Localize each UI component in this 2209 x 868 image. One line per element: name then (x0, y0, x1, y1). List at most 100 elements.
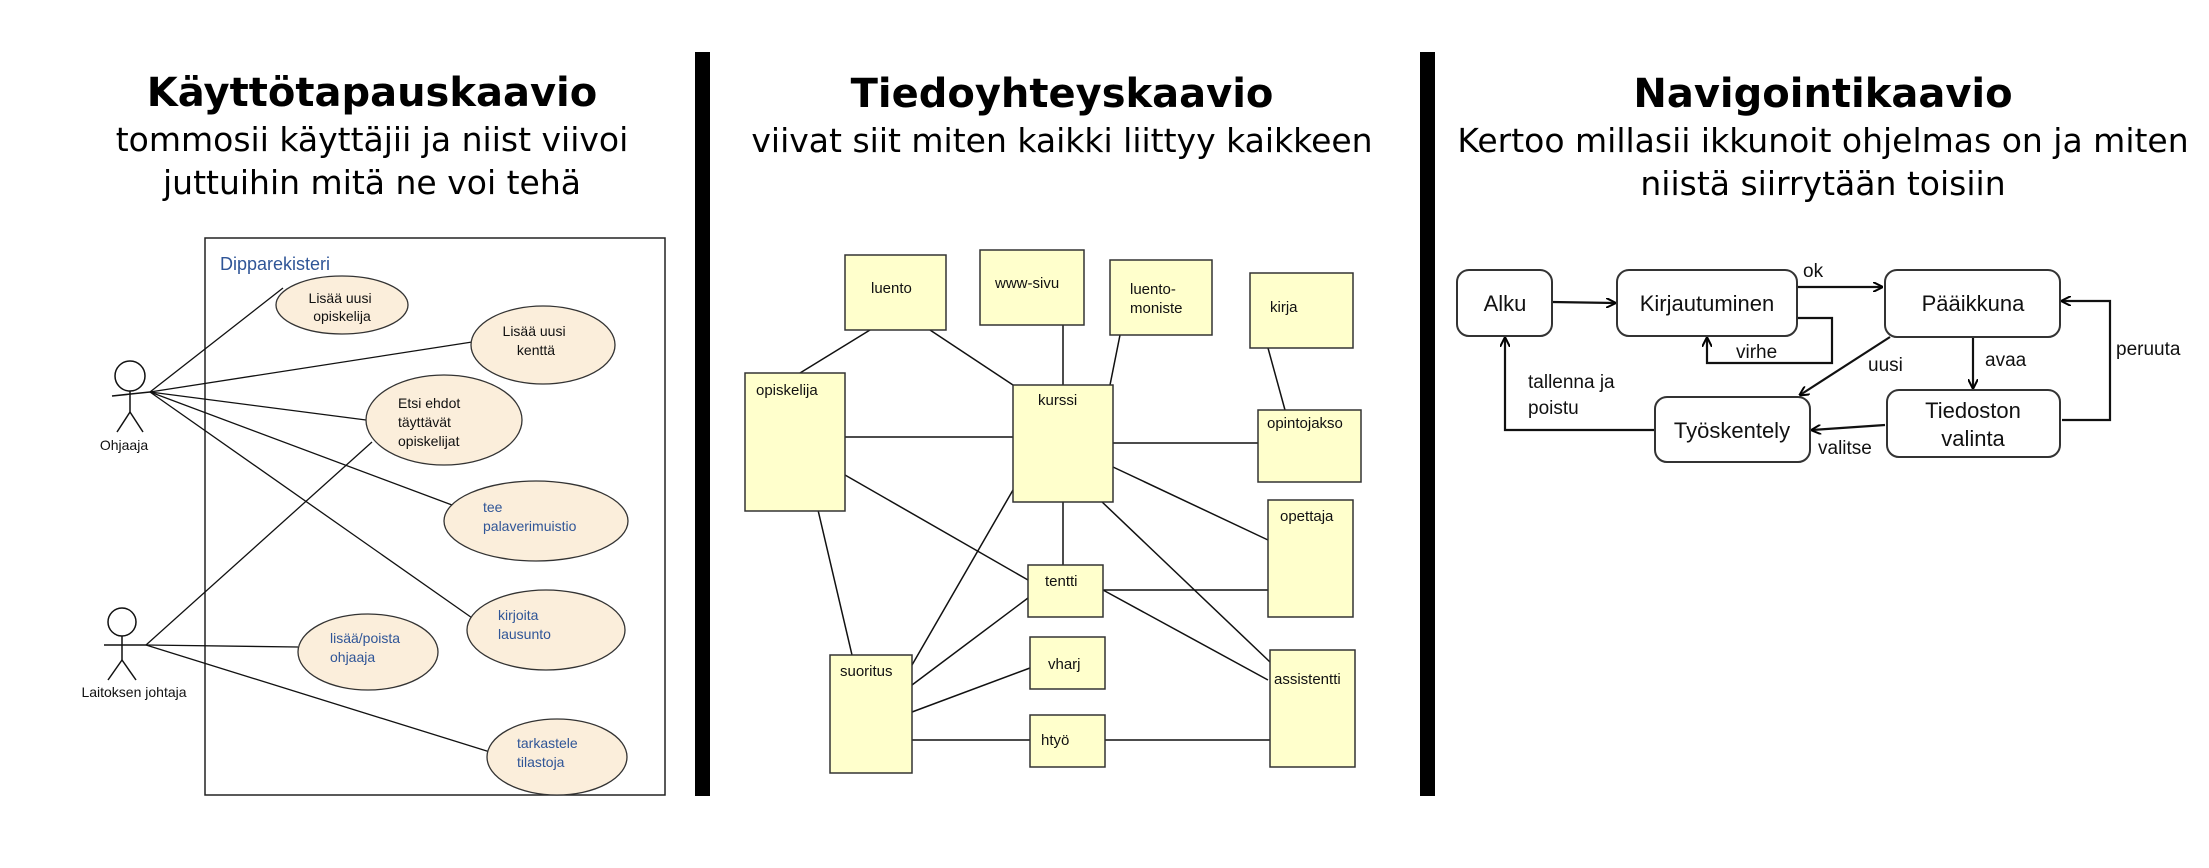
uc6-line1: lisää/poista (330, 630, 400, 646)
uc3-line2: täyttävät (398, 414, 451, 430)
assoc-johtaja-uc3 (145, 441, 373, 646)
entity-luento-box (844, 254, 947, 331)
entity-suoritus-box (829, 654, 913, 774)
divider-left (695, 52, 710, 796)
uc1-line2: opiskelija (313, 308, 371, 324)
svg-text:Etsi ehdot täyttävät: Etsi ehdot täyttävät opiskelijat (398, 395, 464, 449)
rel-opiskelija-suoritus (817, 509, 853, 656)
rel-luento-opiskelija (799, 329, 871, 374)
uc3-line3: opiskelijat (398, 433, 460, 449)
navigation-subtitle-line1: Kertoo millasii ikkunoit ohjelmas on ja … (1457, 121, 2189, 160)
edge-label-avaa: avaa (1985, 350, 2027, 371)
entity-tentti-box (1027, 564, 1104, 618)
entity-wwwsivu: www-sivu (994, 275, 1059, 292)
use-case-uc5: kirjoita lausunto (466, 589, 626, 671)
nav-node-tiedoston-line2: valinta (1941, 426, 2005, 451)
system-boundary (204, 237, 666, 796)
assoc-ohjaaja-uc3 (149, 391, 367, 421)
edge-label-ok: ok (1803, 261, 1824, 282)
rel-kirja-opintojakso (1267, 347, 1286, 411)
uc1-line1: Lisää uusi (309, 290, 372, 306)
usecase-diagram: Dipparekisteri Ohjaaja (81, 237, 666, 796)
uc5-line1: kirjoita (498, 607, 539, 623)
edge-uusi (1800, 336, 1891, 395)
data-diagram: luento www-sivu luento- moniste kirja op… (744, 249, 1362, 774)
system-name: Dipparekisteri (220, 254, 330, 274)
entity-opiskelija-box (744, 372, 846, 512)
entity-opettaja-box (1267, 499, 1354, 618)
entity-opiskelija: opiskelija (756, 382, 818, 399)
usecase-subtitle-line1: tommosii käyttäjii ja niist viivoi (115, 120, 629, 159)
rel-kurssi-suoritus (911, 489, 1014, 666)
edge-virhe (1707, 316, 1834, 365)
actor-ohjaaja (111, 360, 151, 433)
rel-kurssi-assistentti (1099, 499, 1271, 663)
svg-text:tee palaverimuistio: tee palaverimuistio (483, 499, 577, 534)
svg-text:lisää/poista ohjaaja: lisää/poista ohjaaja (330, 630, 404, 665)
use-case-uc2: Lisää uusi kenttä (470, 305, 616, 385)
nav-node-paaikkuna-box (1884, 269, 2061, 338)
nav-node-alku: Alku (1484, 291, 1527, 316)
nav-node-alku-box (1456, 269, 1553, 337)
usecase-subtitle-line2: juttuihin mitä ne voi tehä (163, 163, 581, 202)
edge-tallenna (1505, 338, 1655, 432)
entity-suoritus: suoritus (840, 663, 893, 680)
rel-kurssi-opettaja (1112, 466, 1269, 541)
uc6-line2: ohjaaja (330, 649, 375, 665)
edge-peruuta (2062, 301, 2112, 422)
rel-luento-kurssi (929, 329, 1014, 386)
nav-node-kirjautuminen-box (1616, 269, 1798, 337)
entity-opettaja: opettaja (1280, 508, 1334, 525)
entity-moniste-line2: moniste (1130, 300, 1183, 317)
entity-opintojakso: opintojakso (1267, 415, 1343, 432)
entity-tentti: tentti (1045, 573, 1078, 590)
rel-moniste-kurssi (1109, 334, 1121, 386)
use-case-uc3: Etsi ehdot täyttävät opiskelijat (365, 374, 523, 466)
entity-htyo-box (1029, 714, 1106, 768)
uc7-line2: tilastoja (517, 754, 565, 770)
usecase-title: Käyttötapauskaavio (146, 70, 598, 116)
edge-alku-kirjautuminen (1551, 302, 1615, 303)
uc3-line1: Etsi ehdot (398, 395, 460, 411)
edge-label-valitse: valitse (1818, 438, 1872, 459)
nav-node-tyoskentely: Työskentely (1674, 418, 1790, 443)
nav-node-tiedoston-box (1886, 389, 2061, 458)
assoc-ohjaaja-uc2 (149, 339, 486, 393)
edge-label-virhe: virhe (1736, 342, 1777, 363)
assoc-ohjaaja-uc4 (149, 391, 453, 506)
nav-node-paaikkuna: Pääikkuna (1922, 291, 2026, 316)
assoc-johtaja-uc6 (145, 644, 299, 648)
assoc-ohjaaja-uc1 (149, 287, 284, 393)
navigation-subtitle-line2: niistä siirrytään toisiin (1640, 164, 2006, 203)
uc2-line2: kenttä (517, 342, 555, 358)
svg-text:Lisää uusi opiskelija: Lisää uusi opiskelija (309, 290, 376, 324)
use-case-uc7: tarkastele tilastoja (486, 718, 628, 796)
uc4-line2: palaverimuistio (483, 518, 577, 534)
nav-node-tiedoston-line1: Tiedoston (1925, 398, 2021, 423)
actor-ohjaaja-label: Ohjaaja (100, 437, 148, 453)
edge-valitse (1812, 423, 1886, 430)
edge-label-tallenna-line2: poistu (1528, 398, 1579, 419)
use-case-uc4: tee palaverimuistio (443, 480, 629, 562)
entity-luento: luento (871, 280, 912, 297)
svg-text:Lisää uusi kenttä: Lisää uusi kenttä (503, 323, 570, 358)
rel-suoritus-vharj (911, 667, 1031, 713)
uc5-line2: lausunto (498, 626, 551, 642)
divider-right (1420, 52, 1435, 796)
actor-johtaja-label: Laitoksen johtaja (81, 684, 186, 700)
navigation-diagram: Alku Kirjautuminen Pääikkuna Työskentely… (1456, 261, 2181, 463)
entity-assistentti-box (1269, 649, 1356, 768)
navigation-title: Navigointikaavio (1633, 71, 2013, 117)
rel-tentti-suoritus (911, 597, 1029, 686)
entity-moniste-line1: luento- (1130, 281, 1176, 298)
edge-label-peruuta: peruuta (2116, 339, 2181, 360)
entity-vharj-box (1029, 636, 1106, 690)
entity-wwwsivu-box (979, 249, 1085, 326)
edge-label-tallenna-line1: tallenna ja (1528, 372, 1615, 393)
entity-vharj: vharj (1048, 656, 1081, 673)
datamodel-title: Tiedoyhteyskaavio (850, 71, 1274, 117)
uc7-line1: tarkastele (517, 735, 578, 751)
entity-moniste-box (1109, 259, 1213, 336)
rel-opiskelija-tentti (844, 474, 1029, 581)
